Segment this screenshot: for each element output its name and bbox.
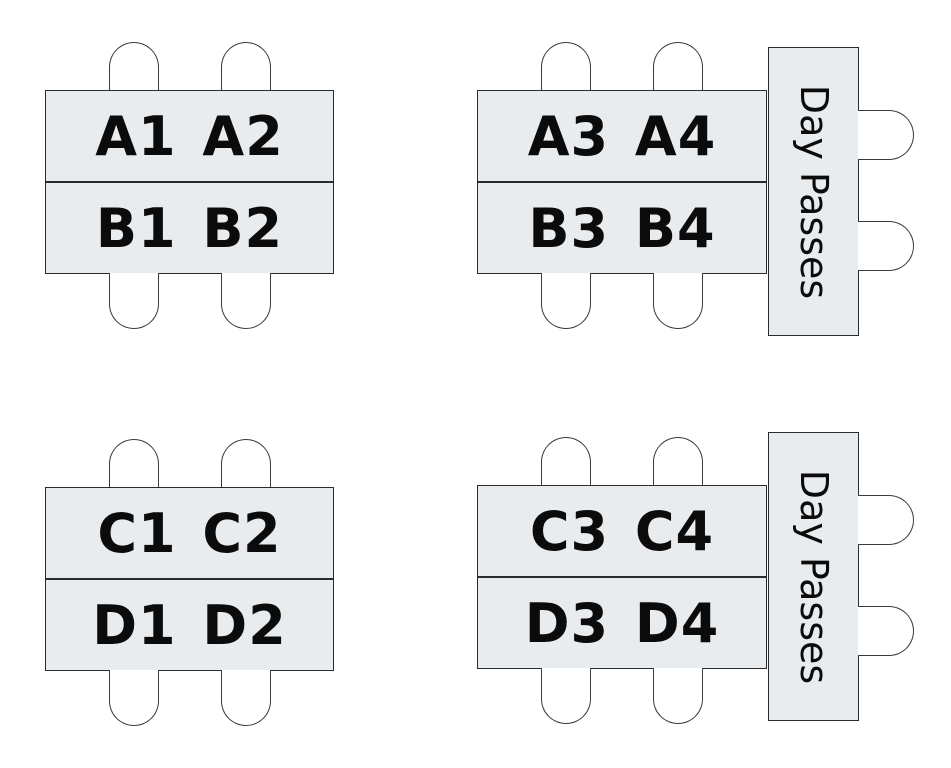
chair-icon xyxy=(653,668,703,724)
chair-icon xyxy=(221,670,271,726)
chair-icon xyxy=(653,42,703,98)
day-passes-label: Day Passes xyxy=(791,84,836,299)
chair-icon xyxy=(858,606,914,656)
desk-row-b3-b4[interactable]: B3 B4 xyxy=(477,182,767,274)
chair-icon xyxy=(541,42,591,98)
desk-row-c3-c4[interactable]: C3 C4 xyxy=(477,485,767,577)
chair-icon xyxy=(221,439,271,495)
desk-row-b1-b2[interactable]: B1 B2 xyxy=(45,182,334,274)
chair-icon xyxy=(541,437,591,493)
chair-icon xyxy=(221,42,271,98)
chair-icon xyxy=(653,437,703,493)
chair-icon xyxy=(109,273,159,329)
chair-icon xyxy=(541,273,591,329)
chair-icon xyxy=(109,439,159,495)
chair-icon xyxy=(541,668,591,724)
desk-row-d3-d4[interactable]: D3 D4 xyxy=(477,577,767,669)
day-passes-desk[interactable]: Day Passes xyxy=(768,47,859,336)
day-passes-desk[interactable]: Day Passes xyxy=(768,432,859,721)
desk-row-c1-c2[interactable]: C1 C2 xyxy=(45,487,334,579)
desk-row-d1-d2[interactable]: D1 D2 xyxy=(45,579,334,671)
chair-icon xyxy=(221,273,271,329)
chair-icon xyxy=(858,495,914,545)
chair-icon xyxy=(109,670,159,726)
desk-row-a1-a2[interactable]: A1 A2 xyxy=(45,90,334,182)
day-passes-label: Day Passes xyxy=(791,469,836,684)
chair-icon xyxy=(109,42,159,98)
chair-icon xyxy=(653,273,703,329)
chair-icon xyxy=(858,110,914,160)
chair-icon xyxy=(858,221,914,271)
desk-row-a3-a4[interactable]: A3 A4 xyxy=(477,90,767,182)
